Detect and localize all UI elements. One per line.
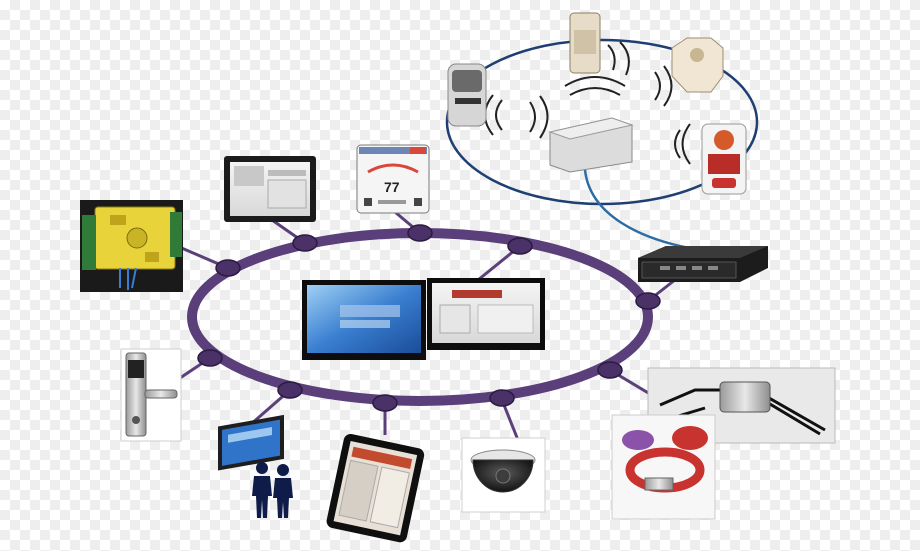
workstation-monitor	[224, 156, 316, 222]
emergency-call-button	[702, 124, 746, 194]
ring-node	[293, 235, 317, 251]
people-icon	[252, 462, 293, 518]
tablet	[325, 433, 425, 544]
ring-node	[598, 362, 622, 378]
ring-node	[216, 260, 240, 276]
wall-sensor	[570, 13, 600, 73]
wall-sensor-icon	[570, 13, 600, 73]
thermostat: 77	[357, 145, 429, 213]
ring-node	[408, 225, 432, 241]
people-silhouettes	[252, 462, 293, 518]
panic-button	[672, 38, 723, 92]
door-lock	[121, 349, 181, 441]
motion-sensor	[448, 64, 486, 126]
server-link-line	[585, 170, 700, 250]
wall-display	[218, 415, 284, 471]
ring-node	[490, 390, 514, 406]
rack-server	[638, 246, 768, 282]
wireless-hub-icon	[550, 118, 632, 172]
access-controller-board	[80, 200, 183, 292]
tablet-icon	[325, 433, 425, 544]
ring-node	[198, 350, 222, 366]
ring-node	[373, 395, 397, 411]
emergency-call-icon	[702, 124, 746, 194]
ring-node	[278, 382, 302, 398]
panic-button-icon	[672, 38, 723, 92]
dome-camera	[462, 438, 545, 512]
motion-sensor-icon	[448, 64, 486, 126]
ring-node	[636, 293, 660, 309]
thermostat-temperature: 77	[384, 179, 400, 195]
dual-monitor-icon	[302, 278, 545, 360]
wireless-hub	[550, 118, 632, 172]
ring-node	[508, 238, 532, 254]
central-displays	[302, 278, 545, 360]
